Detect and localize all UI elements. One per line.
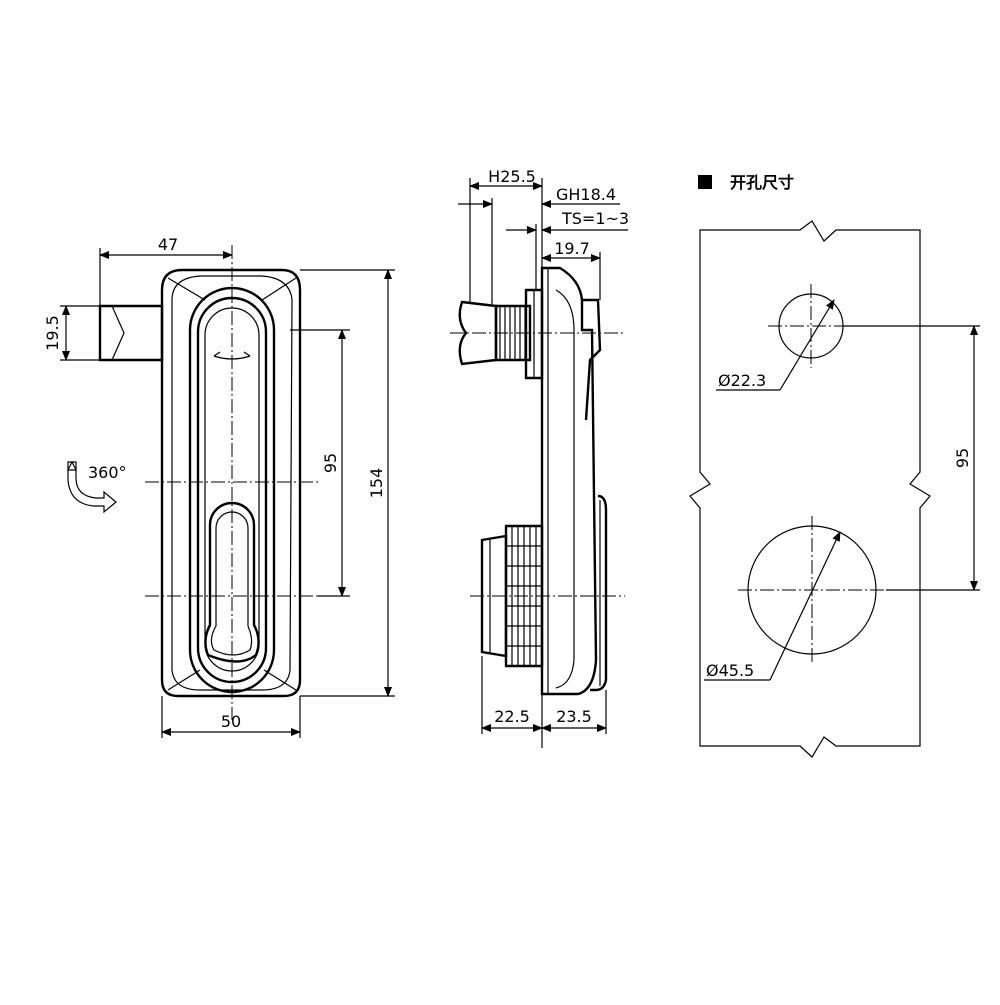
handle-stub-chamfer xyxy=(111,305,125,361)
leader-line xyxy=(779,299,835,391)
leader-line xyxy=(769,531,841,681)
handle-middle xyxy=(196,296,268,684)
grip-slot xyxy=(204,501,260,663)
cutout-view: 开孔尺寸 Ø22.3 Ø45.5 95 xyxy=(689,173,980,758)
front-body-outline xyxy=(160,268,302,698)
depth-left-label: 22.5 xyxy=(494,707,530,726)
key-stub xyxy=(458,300,498,366)
rotation-arrow-icon xyxy=(67,461,117,514)
large-hole-label: Ø45.5 xyxy=(706,661,754,680)
handle-width-label: 19.5 xyxy=(43,315,62,351)
title-square-icon xyxy=(698,175,712,189)
width-label: 50 xyxy=(221,712,241,731)
hole-spacing-label: 95 xyxy=(321,453,340,473)
front-view: 19.5 47 154 95 50 360° xyxy=(43,235,395,738)
rotary-cap xyxy=(480,534,508,658)
cutout-title: 开孔尺寸 xyxy=(730,173,794,192)
handle-offset-label: 47 xyxy=(158,235,178,254)
rotation-label: 360° xyxy=(88,463,127,482)
side-view: H25.5 GH18.4 TS=1~3 19.7 22.5 23.5 xyxy=(450,167,629,748)
height-label: 154 xyxy=(367,468,386,499)
cutout-panel-outline xyxy=(689,220,931,758)
bevel-line xyxy=(263,669,297,691)
front-bevel xyxy=(171,275,293,691)
back-rail-bottom xyxy=(590,494,608,692)
handle-stub xyxy=(98,304,164,362)
nut-flange xyxy=(524,288,544,380)
small-hole xyxy=(778,293,844,359)
bevel-line xyxy=(167,669,201,691)
bevel-line xyxy=(167,277,206,301)
handle-outer xyxy=(188,286,276,694)
plate-curve xyxy=(555,289,575,689)
ts-label: TS=1~3 xyxy=(561,209,629,228)
side-plate xyxy=(540,266,598,696)
small-hole-label: Ø22.3 xyxy=(718,371,766,390)
grip-slot-inner xyxy=(210,511,253,656)
cutout-spacing-label: 95 xyxy=(953,448,972,468)
rotation-arrow-tail xyxy=(67,460,77,471)
back-rail-top xyxy=(582,298,602,421)
depth-front-label: 19.7 xyxy=(554,239,590,258)
h-label: H25.5 xyxy=(488,167,536,186)
bevel-line xyxy=(261,277,297,301)
depth-right-label: 23.5 xyxy=(556,707,592,726)
gh-label: GH18.4 xyxy=(556,185,616,204)
